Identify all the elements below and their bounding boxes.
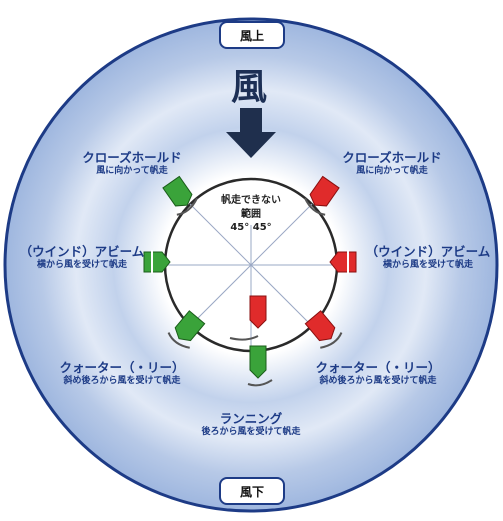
angle-left: 45° (230, 222, 250, 233)
quarter-left-desc: 斜め後ろから風を受けて帆走 (63, 375, 181, 386)
no-sail-zone-label: 帆走できない 範囲 45° 45° (205, 194, 297, 235)
boat-sail-icon (329, 250, 357, 274)
running-title: ランニング (219, 411, 283, 426)
beam-reach-left-label: （ウインド）アビーム 横から風を受けて帆走 (14, 244, 150, 271)
quarter-right-title: クォーター（・リー） (315, 360, 441, 375)
beam-reach-right-title: （ウインド）アビーム (365, 244, 491, 259)
beam-reach-right-desc: 横から風を受けて帆走 (382, 259, 473, 270)
running-label: ランニング 後ろから風を受けて帆走 (181, 411, 321, 438)
close-hauled-right-title: クローズホールド (342, 150, 442, 165)
no-sail-zone-line2: 範囲 (241, 208, 261, 220)
angle-right: 45° (252, 222, 272, 233)
close-hauled-left-label: クローズホールド 風に向かって帆走 (62, 150, 202, 177)
beam-reach-left-title: （ウインド）アビーム (19, 244, 145, 259)
beam-reach-right-label: （ウインド）アビーム 横から風を受けて帆走 (360, 244, 496, 271)
boat-sail-icon (304, 175, 340, 216)
close-hauled-right-label: クローズホールド 風に向かって帆走 (322, 150, 462, 177)
no-sail-zone-line1: 帆走できない (221, 195, 281, 206)
sail-direction-spokes (165, 203, 337, 351)
quarter-right-label: クォーター（・リー） 斜め後ろから風を受けて帆走 (298, 360, 458, 387)
quarter-right-desc: 斜め後ろから風を受けて帆走 (319, 375, 437, 386)
quarter-left-title: クォーター（・リー） (59, 360, 185, 375)
boat-sail-icon (229, 295, 267, 341)
boat-sail-icon (167, 310, 206, 349)
close-hauled-right-desc: 風に向かって帆走 (356, 165, 428, 176)
boat-sail-icon (162, 175, 198, 216)
downwind-label: 風下 (219, 477, 285, 505)
quarter-left-label: クォーター（・リー） 斜め後ろから風を受けて帆走 (42, 360, 202, 387)
boat-sail-icon (143, 250, 171, 274)
down-arrow-icon (226, 108, 276, 158)
upwind-label: 風上 (219, 21, 285, 49)
close-hauled-left-desc: 風に向かって帆走 (96, 165, 168, 176)
running-desc: 後ろから風を受けて帆走 (201, 426, 301, 437)
boat-sail-icon (304, 310, 343, 349)
boat-sail-icon (247, 345, 273, 387)
beam-reach-left-desc: 横から風を受けて帆走 (36, 259, 127, 270)
close-hauled-left-title: クローズホールド (82, 150, 182, 165)
wind-title: 風 (231, 66, 268, 108)
